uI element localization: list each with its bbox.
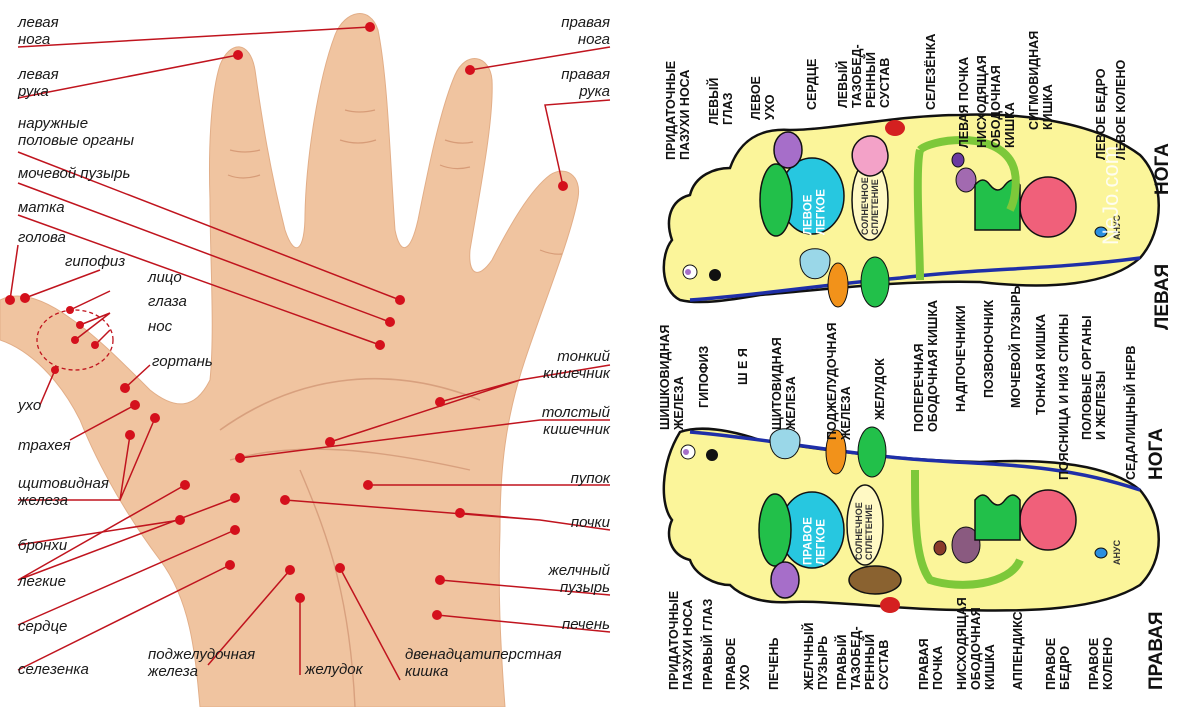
foot-label-left-kidney: ЛЕВАЯ ПОЧКА: [957, 57, 971, 148]
foot-label-heart: СЕРДЦЕ: [805, 59, 819, 110]
foot-label-pineal: ШИШКОВИДНАЯЖЕЛЕЗА: [658, 325, 686, 431]
foot-side-left-b: НОГА: [1152, 143, 1173, 195]
foot-label-gallbladder: ЖЕЛЧНЫЙПУЗЫРЬ: [801, 623, 830, 691]
label-large-intestine: толстый кишечник: [541, 404, 610, 438]
foot-label-desc-colon-top: НИСХОДЯЩАЯОБОДОЧНАЯКИШКА: [975, 55, 1017, 148]
foot-label-pituitary: ГИПОФИЗ: [697, 346, 711, 408]
label-right-leg: правая нога: [561, 14, 610, 48]
label-navel: пупок: [570, 470, 610, 487]
foot-label-desc-colon-bottom: НИСХОДЯЩАЯОБОДОЧНАЯКИШКА: [955, 597, 997, 690]
label-spleen: селезенка: [18, 661, 89, 678]
foot-label-left-ear: ЛЕВОЕУХО: [749, 76, 777, 120]
label-uterus: матка: [18, 199, 65, 216]
foot-side-left-a: ЛЕВАЯ: [1152, 264, 1173, 330]
label-liver: печень: [561, 616, 610, 633]
foot-label-small-int: ТОНКАЯ КИШКА: [1034, 314, 1048, 415]
foot-label-sinus-bottom: ПРИДАТОЧНЫЕПАЗУХИ НОСА: [667, 591, 695, 690]
label-lungs: легкие: [18, 573, 66, 590]
foot-label-stomach: ЖЕЛУДОК: [873, 358, 887, 421]
foot-side-right-b: НОГА: [1146, 428, 1167, 480]
watermark: NeJo.com: [1098, 146, 1123, 245]
label-left-arm: левая рука: [18, 66, 59, 100]
foot-side-right-a: ПРАВАЯ: [1146, 611, 1167, 690]
foot-label-right-ear: ПРАВОЕУХО: [724, 638, 752, 690]
label-gallbladder: желчный пузырь: [548, 562, 610, 596]
foot-label-trans-colon: ПОПЕРЕЧНАЯОБОДОЧНАЯ КИШКА: [912, 300, 940, 432]
foot-label-right-hip: ПРАВЫЙТАЗОБЕД-РЕННЫЙСУСТАВ: [834, 626, 891, 690]
foot-label-left-hip: ЛЕВЫЙТАЗОБЕД-РЕННЫЙСУСТАВ: [835, 44, 892, 108]
label-duodenum: двенадцатиперстная кишка: [405, 646, 562, 680]
zone-anus1: АНУС: [1112, 214, 1122, 240]
foot-label-liver: ПЕЧЕНЬ: [767, 638, 781, 690]
label-eyes: глаза: [148, 293, 187, 310]
label-nose: нос: [148, 318, 173, 335]
foot-label-left-knee: ЛЕВОЕ КОЛЕНО: [1114, 59, 1128, 160]
label-left-leg: левая нога: [18, 14, 59, 48]
label-face: лицо: [148, 269, 182, 286]
foot-label-genital: ПОЛОВЫЕ ОРГАНЫИ ЖЕЛЕЗЫ: [1080, 315, 1108, 440]
label-heart: сердце: [18, 618, 68, 635]
label-small-intestine: тонкий кишечник: [543, 348, 610, 382]
label-kidneys: почки: [570, 514, 610, 531]
foot-label-spleen: СЕЛЕЗЁНКА: [923, 34, 938, 110]
label-stomach: желудок: [305, 661, 363, 678]
right-foot: [662, 426, 1160, 613]
label-ear: ухо: [18, 397, 42, 414]
left-foot: [662, 113, 1160, 308]
foot-label-sinus-top: ПРИДАТОЧНЫЕПАЗУХИ НОСА: [664, 61, 692, 160]
foot-label-right-knee: ПРАВОЕКОЛЕНО: [1087, 637, 1115, 690]
label-genitals: наружные половые органы: [18, 115, 134, 149]
zone-left-lung: ЛЕВОЕЛЕГКОЕ: [803, 189, 828, 235]
foot-label-spine: ПОЗВОНОЧНИК: [982, 299, 996, 398]
label-head: голова: [18, 229, 66, 246]
label-trachea: трахея: [18, 437, 71, 454]
label-right-arm: правая рука: [561, 66, 610, 100]
zone-solar2: СОЛНЕЧНОЕСПЛЕТЕНИЕ: [854, 502, 874, 560]
foot-label-right-kidney: ПРАВАЯПОЧКА: [917, 638, 945, 690]
zone-right-lung: ПРАВОЕЛЕГКОЕ: [803, 517, 828, 565]
foot-label-sigmoid: СИГМОВИДНАЯКИШКА: [1027, 31, 1055, 130]
foot-label-pancreas: ПОДЖЕЛУДОЧНАЯЖЕЛЕЗА: [825, 323, 853, 441]
foot-label-right-thigh: ПРАВОЕБЕДРО: [1044, 638, 1072, 690]
foot-label-bladder: МОЧЕВОЙ ПУЗЫРЬ: [1008, 286, 1023, 408]
zone-solar1: СОЛНЕЧНОЕСПЛЕТЕНИЕ: [860, 177, 880, 235]
label-thyroid: щитовидная железа: [18, 475, 109, 509]
foot-label-neck: Ш Е Я: [736, 348, 750, 385]
foot-label-thyroid: ЩИТОВИДНАЯЖЕЛЕЗА: [770, 337, 798, 431]
label-pituitary: гипофиз: [65, 253, 126, 270]
hand-silhouette: [0, 13, 580, 707]
foot-label-left-eye: ЛЕВЫЙГЛАЗ: [706, 78, 735, 125]
foot-label-left-thigh: ЛЕВОЕ БЕДРО: [1094, 68, 1108, 160]
foot-label-appendix: АППЕНДИКС: [1011, 611, 1025, 690]
zone-anus2: АНУС: [1112, 539, 1122, 565]
label-bronchi: бронхи: [18, 537, 68, 554]
label-bladder: мочевой пузырь: [18, 165, 131, 182]
label-larynx: гортань: [152, 353, 213, 370]
foot-label-lower-back: ПОЯСНИЦА И НИЗ СПИНЫ: [1057, 314, 1071, 480]
foot-label-adrenals: НАДПОЧЕЧНИКИ: [954, 305, 968, 412]
foot-label-right-eye: ПРАВЫЙ ГЛАЗ: [700, 598, 715, 690]
label-pancreas: поджелудочная железа: [148, 646, 256, 680]
foot-label-sciatic: СЕДАЛИЩНЫЙ НЕРВ: [1123, 346, 1138, 480]
